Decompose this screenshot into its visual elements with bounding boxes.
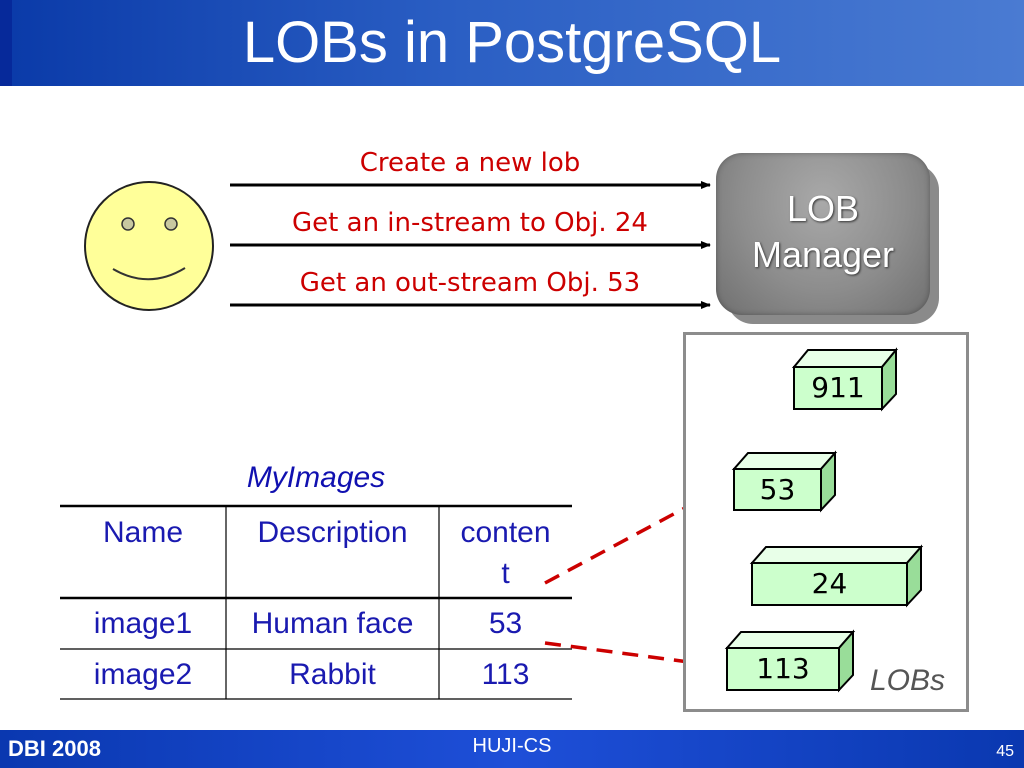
lobs-area-label: LOBs xyxy=(870,664,945,698)
footer-institution: HUJI-CS xyxy=(0,734,1024,758)
request-label-outstream: Get an out-stream Obj. 53 xyxy=(230,268,710,298)
lob-manager-label: LOB Manager xyxy=(716,186,930,278)
lob-box-113-label: 113 xyxy=(727,649,839,689)
table-header-description: Description xyxy=(226,514,439,552)
table-cell-description-row1: Human face xyxy=(226,605,439,643)
table-title: MyImages xyxy=(60,460,572,496)
page-number: 45 xyxy=(996,742,1014,762)
table-cell-content-row2: 113 xyxy=(439,656,572,694)
lob-manager-line1: LOB xyxy=(716,186,930,232)
request-label-instream: Get an in-stream to Obj. 24 xyxy=(230,208,710,238)
table-cell-description-row2: Rabbit xyxy=(226,656,439,694)
lob-box-911-label: 911 xyxy=(794,368,882,408)
table-cell-content-row1: 53 xyxy=(439,605,572,643)
table-cell-name-row1: image1 xyxy=(60,605,226,643)
table-header-name: Name xyxy=(60,514,226,552)
smiley-face-icon xyxy=(85,182,213,310)
footer-bar: DBI 2008 HUJI-CS 45 xyxy=(0,730,1024,768)
lob-box-24-label: 24 xyxy=(752,564,907,604)
table-cell-name-row2: image2 xyxy=(60,656,226,694)
table-header-content-line2: t xyxy=(439,555,572,593)
lob-manager-line2: Manager xyxy=(716,232,930,278)
table-header-content-line1: conten xyxy=(439,514,572,552)
request-label-create: Create a new lob xyxy=(230,148,710,178)
lob-box-53-label: 53 xyxy=(734,470,821,510)
